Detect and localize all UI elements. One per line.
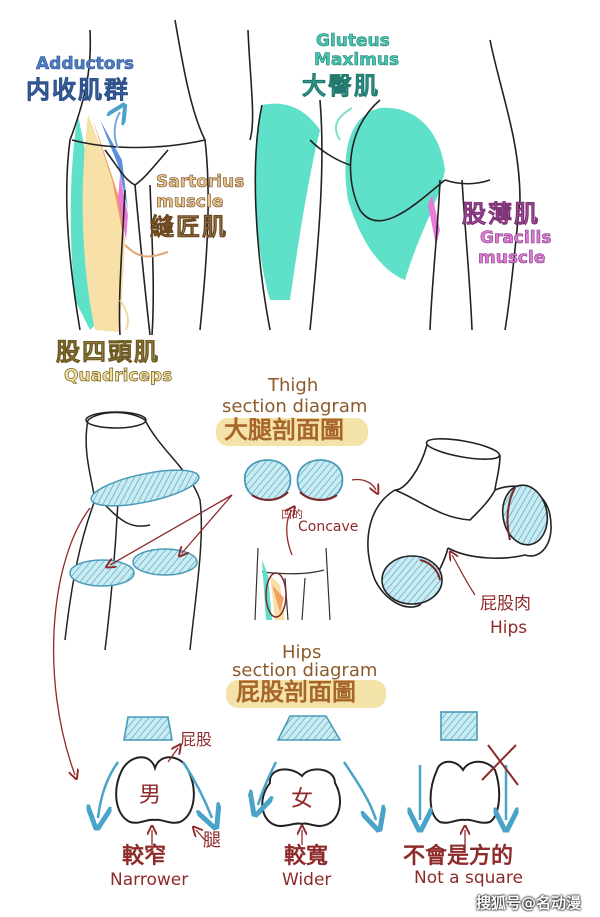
male-butt-label: 屁股 (180, 730, 213, 749)
thigh-title-en1: Thigh (268, 375, 319, 396)
adductors-arrow (115, 112, 120, 149)
gluteus-label-zh: 大臀肌 (302, 72, 380, 100)
male-narrower-zh: 較窄 (122, 844, 167, 869)
sartorius-label-en2: muscle (156, 192, 224, 212)
front-legs-drawing (65, 19, 254, 336)
quadriceps-label-zh: 股四頭肌 (56, 338, 160, 366)
hips-title-highlight (226, 680, 386, 708)
female-cross-section (261, 768, 341, 828)
not-square-en: Not a square (414, 868, 523, 888)
adductors-label-zh: 内收肌群 (26, 76, 130, 104)
quadriceps-arrow (119, 299, 129, 331)
gluteus-label-en1: Gluteus (316, 31, 390, 51)
hip-section-bottom (381, 555, 443, 605)
gluteus-arrow (334, 107, 353, 141)
sartorius-label-en1: Sartorius (156, 172, 245, 192)
back-legs-drawing (254, 39, 521, 331)
thigh-title-en2: section diagram (222, 396, 368, 417)
square-shape (440, 711, 478, 741)
female-trapezoid (276, 715, 342, 741)
cross-out-icon (481, 744, 519, 786)
hips-title-en1: Hips (282, 642, 322, 663)
gracilis-label-zh: 股薄肌 (462, 200, 540, 228)
female-right-arrow (342, 761, 376, 820)
male-right-arrow (181, 761, 212, 818)
gracilis-label-en1: Gracilis (480, 228, 552, 248)
male-left-arrow (98, 761, 120, 818)
mini-highlight-ellipse (265, 572, 287, 618)
concave-label-zh: 凹的 (281, 508, 303, 521)
hip-section-side (501, 484, 549, 546)
thigh-section-left (243, 459, 292, 501)
female-symbol: 女 (291, 787, 314, 812)
thigh-title-zh: 大腿剖面圖 (224, 416, 344, 444)
not-square-zh: 不會是方的 (403, 844, 514, 869)
female-wider-zh: 較寬 (284, 844, 329, 869)
section-arrow-left (110, 494, 233, 565)
quadriceps-label-en: Quadriceps (64, 366, 173, 386)
concave-arrow (287, 510, 292, 556)
thigh-title-highlight (216, 418, 368, 446)
hips-title-zh: 屁股剖面圖 (236, 678, 356, 706)
left-thigh-section (69, 559, 135, 587)
sartorius-label-zh: 縫匠肌 (150, 213, 228, 241)
female-wider-en: Wider (282, 870, 332, 890)
leg-section-drawing (64, 411, 203, 651)
female-left-arrow (258, 761, 278, 805)
hips-label-zh: 屁股肉 (480, 594, 531, 614)
hips-long-arrow (52, 507, 91, 775)
concave-label-en: Concave (298, 519, 359, 535)
sartorius-arrow (124, 244, 169, 258)
thigh-section-right (296, 459, 344, 501)
hips-label-arrow (452, 555, 476, 596)
right-thigh-section (132, 548, 198, 576)
hips-title-en2: section diagram (232, 660, 378, 681)
male-cross-section (115, 756, 195, 824)
male-trapezoid (123, 716, 173, 741)
not-square-cross-section (429, 760, 501, 824)
gluteus-label-en2: Maximus (314, 50, 400, 70)
male-symbol: 男 (139, 783, 162, 808)
hips-label-en: Hips (490, 618, 528, 638)
male-narrower-en: Narrower (110, 870, 189, 890)
to-hips-arrow (351, 478, 376, 490)
section-arrow-right (182, 494, 233, 553)
male-leg-label: 腿 (203, 830, 221, 851)
adductors-label-en: Adductors (36, 54, 135, 74)
gracilis-label-en2: muscle (478, 248, 546, 268)
hip-section-ellipse (90, 469, 200, 507)
watermark: 搜狐号@名动漫 (476, 894, 582, 912)
